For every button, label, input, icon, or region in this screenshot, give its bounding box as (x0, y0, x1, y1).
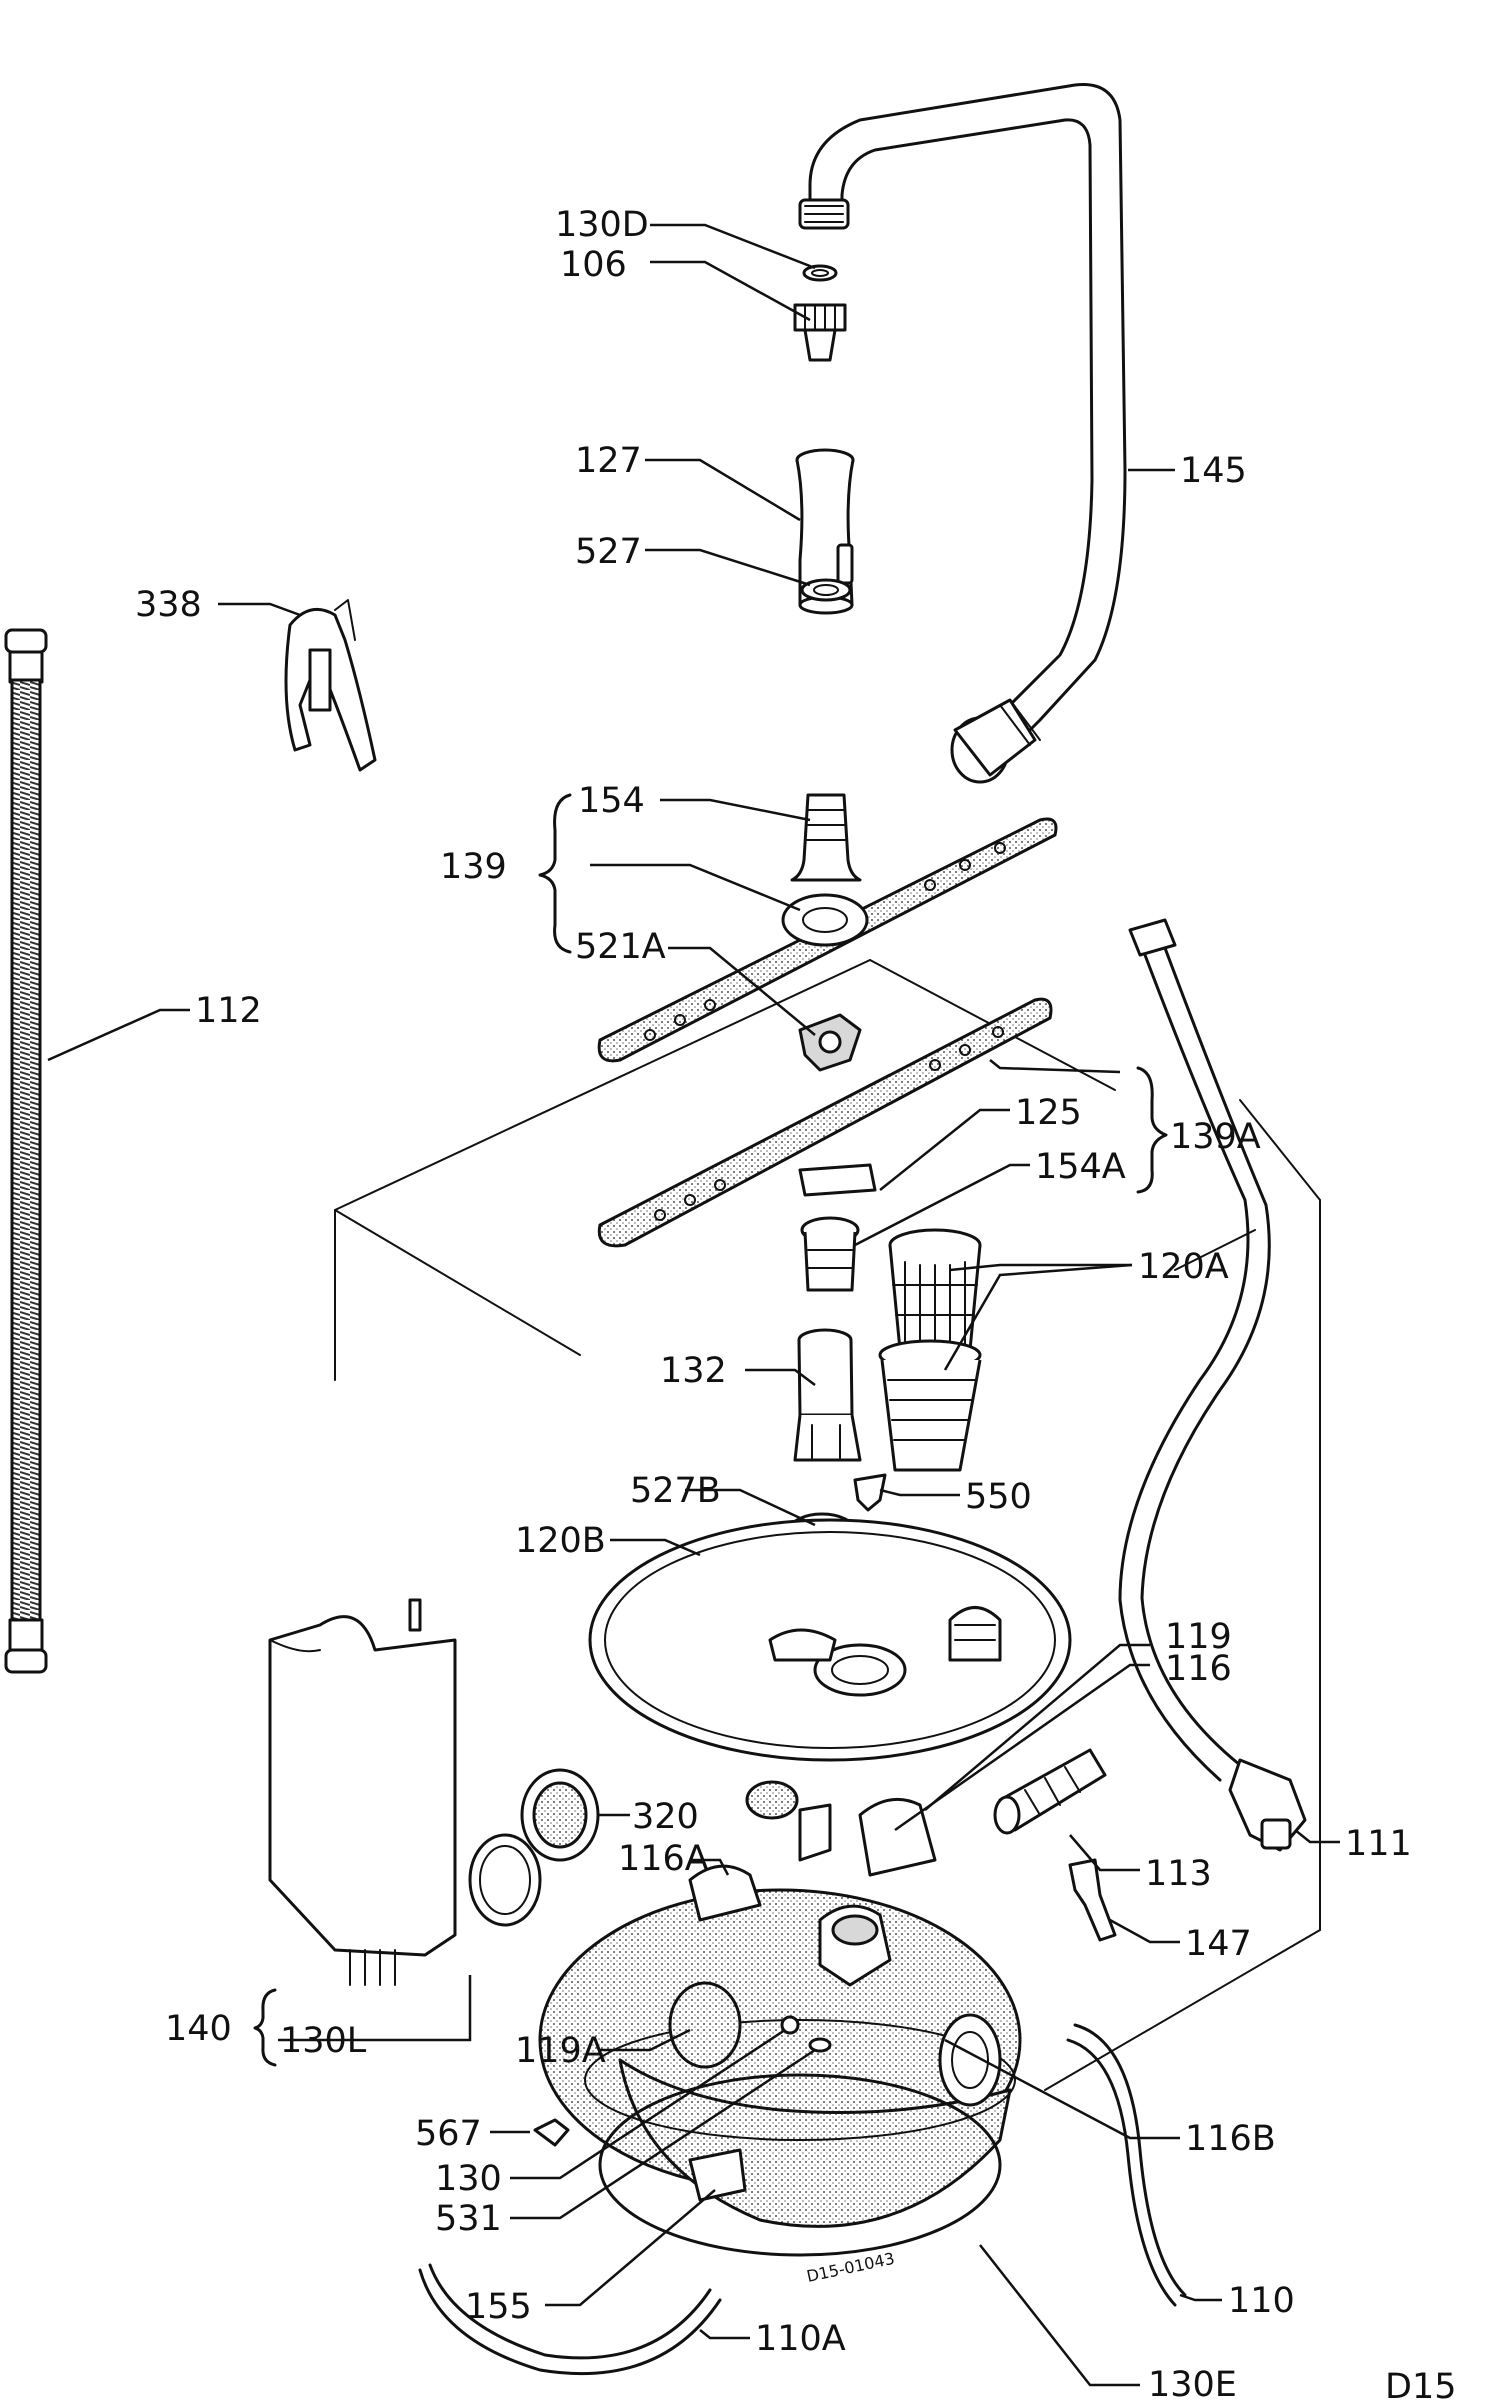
seal-130d (802, 264, 838, 282)
softener-140 (268, 1598, 457, 1986)
label-139a: 139A (1170, 1117, 1261, 1157)
label-567: 567 (415, 2114, 482, 2154)
label-116: 116 (1165, 1649, 1232, 1689)
connector-106 (793, 303, 847, 362)
spray-pipe-145 (798, 82, 1127, 784)
label-521a: 521A (575, 927, 666, 967)
label-113: 113 (1145, 1854, 1212, 1894)
label-527: 527 (575, 532, 642, 572)
tray-120b (588, 1518, 1072, 1762)
label-111: 111 (1345, 1824, 1412, 1864)
part-113 (993, 1748, 1107, 1835)
bracket-521a (798, 1013, 862, 1072)
label-130l: 130L (280, 2021, 367, 2061)
spray-arm-139a (597, 997, 1053, 1248)
label-155: 155 (465, 2287, 532, 2327)
label-130e: 130E (1148, 2365, 1237, 2400)
label-106: 106 (560, 245, 627, 285)
label-527b: 527B (630, 1471, 721, 1511)
clip-550 (853, 1473, 887, 1512)
coupling-154a (800, 1216, 860, 1292)
label-119a: 119A (515, 2031, 606, 2071)
hose-112 (4, 628, 48, 1674)
label-320: 320 (632, 1797, 699, 1837)
page-code: D15 (1385, 2367, 1457, 2400)
seal-130l (468, 1833, 542, 1927)
label-119: 119 (1165, 1617, 1232, 1657)
filter-320 (520, 1768, 600, 1862)
label-139: 139 (440, 847, 507, 887)
label-531: 531 (435, 2199, 502, 2239)
sleeve-132 (793, 1328, 862, 1462)
label-110a: 110A (755, 2319, 846, 2359)
seal-130e (598, 2073, 1002, 2257)
label-147: 147 (1185, 1924, 1252, 1964)
leader-lines (47, 223, 1340, 2387)
label-154: 154 (578, 781, 645, 821)
nut-527 (800, 578, 852, 602)
label-154a: 154A (1035, 1147, 1126, 1187)
clip-567 (533, 2118, 570, 2147)
label-130: 130 (435, 2159, 502, 2199)
part-147 (1068, 1858, 1117, 1942)
sump-assembly (538, 1780, 1022, 2228)
filter-120a (878, 1228, 982, 1472)
label-338: 338 (135, 585, 202, 625)
hose-110a (418, 2263, 722, 2376)
label-116b: 116B (1185, 2119, 1276, 2159)
label-120b: 120B (515, 1521, 606, 1561)
callout-labels: 130D 106 145 127 527 338 154 139 521A 11… (135, 205, 1457, 2400)
label-550: 550 (965, 1477, 1032, 1517)
hose-110 (1066, 2023, 1187, 2307)
brace-139 (538, 793, 572, 954)
label-132: 132 (660, 1351, 727, 1391)
inlet-hose-111 (1118, 918, 1307, 1852)
label-127: 127 (575, 441, 642, 481)
label-125: 125 (1015, 1093, 1082, 1133)
clip-338 (284, 599, 377, 772)
label-116a: 116A (618, 1839, 709, 1879)
brace-139a (1136, 1066, 1168, 1194)
ring-125 (798, 1163, 877, 1197)
brace-140 (253, 1988, 277, 2067)
cabinet-outline (334, 959, 1321, 2091)
label-145: 145 (1180, 451, 1247, 491)
spray-arm-139 (597, 817, 1058, 1063)
hub-154 (790, 793, 862, 882)
tube-127 (795, 448, 855, 615)
label-130d: 130D (555, 205, 649, 245)
label-120a: 120A (1138, 1247, 1229, 1287)
label-112: 112 (195, 991, 262, 1031)
label-110: 110 (1228, 2281, 1295, 2321)
label-140: 140 (165, 2009, 232, 2049)
